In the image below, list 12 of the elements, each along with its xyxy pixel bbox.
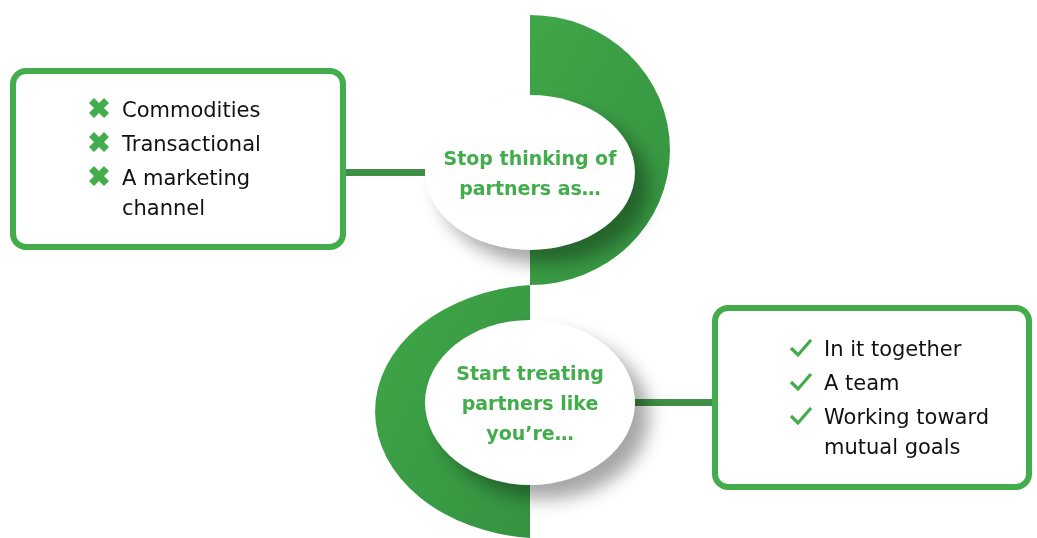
list-item-text: A marketing channel <box>122 165 252 222</box>
list-item-text: Working toward mutual goals <box>824 403 991 461</box>
list-item-text: Commodities <box>122 97 261 124</box>
circle-heading: Stop thinking of partners as… <box>442 145 618 201</box>
list-card <box>712 305 1032 490</box>
connector-line <box>346 169 425 176</box>
list-card <box>10 68 346 250</box>
connector-line <box>635 399 712 406</box>
circle-heading: Start treating partners like you’re… <box>455 360 605 446</box>
list-item-text: In it together <box>824 335 962 363</box>
list-item-text: Transactional <box>122 131 261 158</box>
list-item-text: A team <box>824 369 900 397</box>
